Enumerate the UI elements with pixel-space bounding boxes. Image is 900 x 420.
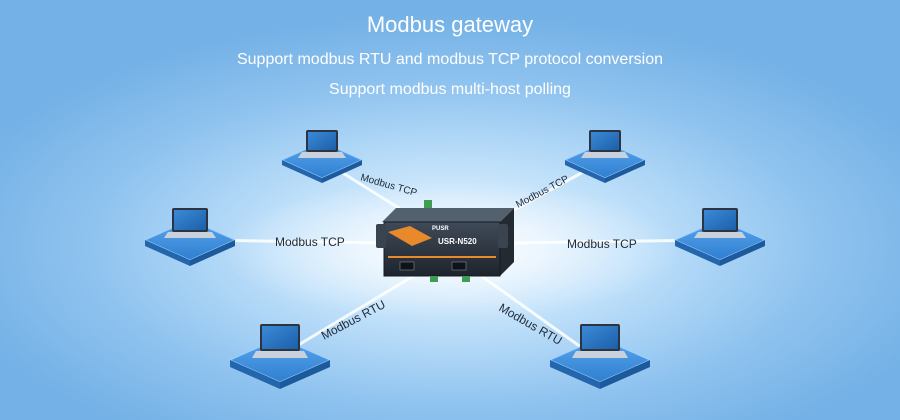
device-port-2 [451, 261, 467, 271]
laptop-bottom-left [228, 324, 332, 389]
gateway-device: PUSR USR-N520 [376, 200, 514, 282]
laptop-mid-right [673, 208, 767, 266]
device-brand: PUSR [432, 226, 449, 232]
label-mid-right: Modbus TCP [567, 237, 637, 251]
device-top [382, 208, 514, 222]
label-mid-left: Modbus TCP [275, 235, 345, 249]
device-terminal-bottom-1 [430, 276, 438, 282]
page-title: Modbus gateway [366, 12, 534, 37]
device-terminal [424, 200, 432, 208]
device-model: USR-N520 [438, 237, 477, 246]
laptop-bottom-right [548, 324, 652, 389]
device-port-1 [399, 261, 415, 271]
device-ear-right [498, 224, 508, 248]
subtitle-rtu-tcp: Support modbus RTU and modbus TCP protoc… [236, 51, 663, 68]
device-accent-strip [388, 256, 496, 258]
line-bottom-left [288, 273, 417, 352]
device-ear-left [376, 224, 386, 248]
line-bottom-right [478, 273, 587, 352]
device-terminal-bottom-2 [462, 276, 470, 282]
device-accent [388, 226, 432, 246]
subtitle-multi-host: Support modbus multi-host polling [329, 81, 571, 98]
laptop-mid-left [143, 208, 237, 266]
laptop-top-left [280, 130, 364, 183]
laptop-top-right [563, 130, 647, 183]
